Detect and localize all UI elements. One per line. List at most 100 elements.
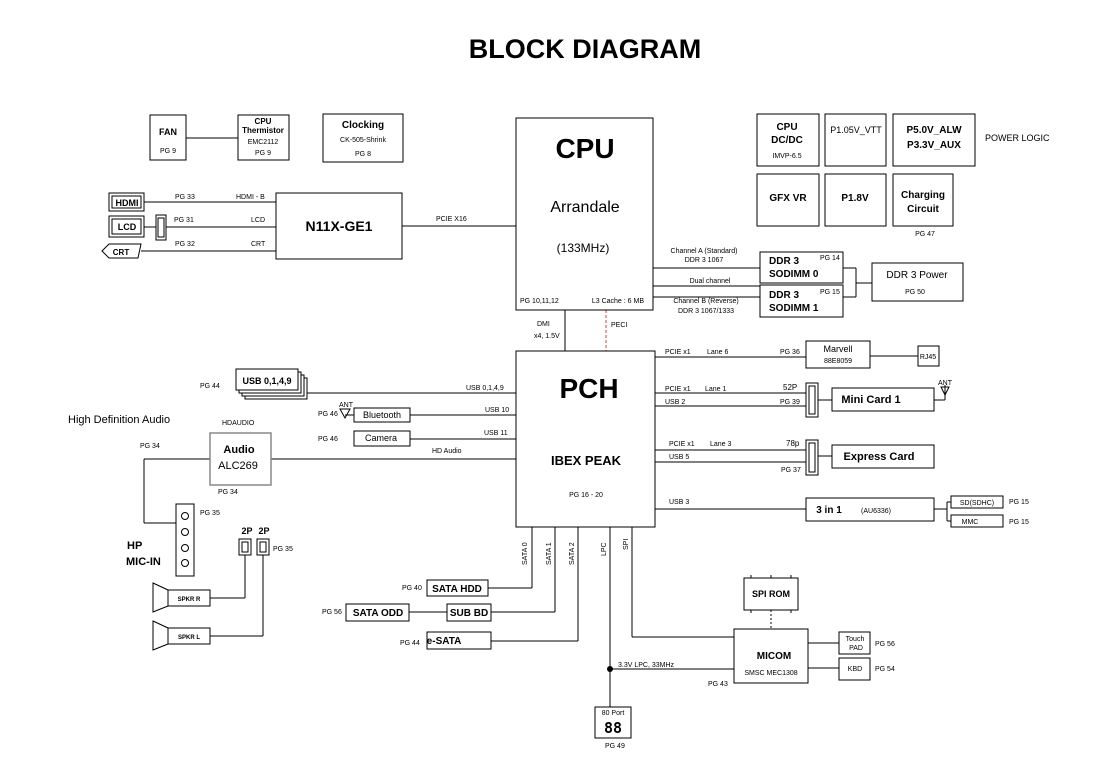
speakers-pg: PG 35 (273, 546, 293, 553)
gpu-label: N11X-GE1 (306, 218, 373, 234)
thermistor-block: CPU Thermistor EMC2112 PG 9 (237, 114, 290, 161)
sub-bd-label: SUB BD (450, 608, 488, 619)
cardreader-label: 3 in 1 (816, 505, 842, 516)
dimm1-l1: DDR 3 (769, 290, 799, 301)
expresscard-label: Express Card (844, 451, 915, 463)
sata0-label: SATA 0 (522, 542, 529, 565)
fan-block: FAN PG 9 (149, 114, 187, 161)
page-title: BLOCK DIAGRAM (469, 34, 701, 64)
micom-pg: PG 43 (708, 681, 728, 688)
esata-pg: PG 44 (400, 640, 420, 647)
marvell-label: Marvell (823, 344, 852, 354)
hdmi-label: HDMI (116, 198, 139, 208)
audio-part: ALC269 (218, 460, 258, 472)
ddr3-power-pg: PG 50 (905, 289, 925, 296)
expresscard-section: PCIE x1 Lane 3 USB 5 78p PG 37 Express C… (669, 439, 935, 476)
kbd-label: KBD (848, 666, 862, 673)
usb-ports-pg: PG 44 (200, 383, 220, 390)
lan-pg: PG 36 (780, 349, 800, 356)
cpu-dcdc-part: IMVP-6.5 (772, 153, 801, 160)
lcd-pg: PG 31 (174, 217, 194, 224)
speakers: 2P 2P PG 35 SPKR R SPKR L (152, 526, 293, 651)
dimm0-l1: DDR 3 (769, 256, 799, 267)
sd-label: SD(SDHC) (960, 500, 994, 507)
audio-pg-top: PG 34 (140, 443, 160, 450)
cpu-cache: L3 Cache : 6 MB (592, 298, 644, 305)
sata1-label: SATA 1 (546, 542, 553, 565)
express-pins: 78p (786, 439, 800, 448)
cardreader-usb: USB 3 (669, 499, 689, 506)
dimm0-l2: SODIMM 0 (769, 269, 819, 280)
cpu-dcdc-l2: DC/DC (771, 135, 803, 146)
thermistor-pg: PG 9 (255, 150, 271, 157)
bluetooth-signal: USB 10 (485, 407, 509, 414)
spkr-l-label: SPKR L (178, 635, 200, 641)
channel-a-l2: DDR 3 1067 (685, 257, 724, 264)
lcd-signal: LCD (251, 217, 265, 224)
channel-b-l2: DDR 3 1067/1333 (678, 308, 734, 315)
channel-b-l1: Channel B (Reverse) (673, 298, 738, 305)
spkr-conn1-label: 2P (241, 526, 252, 536)
bluetooth-ant: ANT (339, 402, 354, 409)
cpu-model: Arrandale (550, 199, 619, 216)
marvell-part: 88E8059 (824, 358, 852, 365)
thermistor-l1: CPU (255, 117, 272, 126)
cpu-block: CPU Arrandale (133MHz) PG 10,11,12 L3 Ca… (515, 117, 654, 311)
pch-bottom-signals: SATA 0 SATA 1 SATA 2 LPC SPI (522, 539, 630, 565)
pch-block: PCH IBEX PEAK PG 16 - 20 (515, 350, 656, 528)
kbd-pg: PG 54 (875, 666, 895, 673)
camera-label: Camera (365, 433, 397, 443)
micom-part: SMSC MEC1308 (744, 670, 797, 677)
channel-a-l1: Channel A (Standard) (671, 248, 738, 255)
minicard-lane: Lane 1 (705, 386, 727, 393)
sata2-label: SATA 2 (569, 542, 576, 565)
gpu-block: N11X-GE1 PCIE X16 (275, 192, 467, 260)
fan-label: FAN (159, 127, 177, 137)
mic-in-label: MIC-IN (126, 556, 161, 568)
minicard-pins: 52P (783, 383, 797, 392)
express-pcie: PCIE x1 (669, 441, 695, 448)
esata-label: e-SATA (427, 636, 462, 647)
dimm1-l2: SODIMM 1 (769, 303, 819, 314)
memory-section: Channel A (Standard) DDR 3 1067 Dual cha… (671, 248, 964, 318)
audio-section: HDAUDIO PG 34 Audio ALC269 PG 34 HD Audi… (140, 420, 462, 496)
lan-section: PCIE x1 Lane 6 PG 36 Marvell 88E8059 RJ4… (665, 340, 940, 369)
cpu-dcdc-l1: CPU (776, 122, 797, 133)
port80-pg: PG 49 (605, 743, 625, 750)
charging-l2: Circuit (907, 204, 939, 215)
peci-label: PECI (611, 322, 627, 329)
lan-pcie: PCIE x1 (665, 349, 691, 356)
pcie-x16-label: PCIE X16 (436, 216, 467, 223)
touchpad-l1: Touch (846, 636, 865, 643)
lcd-label: LCD (118, 222, 137, 232)
cpu-pg: PG 10,11,12 (520, 298, 559, 305)
bluetooth-pg: PG 46 (318, 411, 338, 418)
minicard-ant: ANT (938, 380, 953, 387)
express-lane: Lane 3 (710, 441, 732, 448)
hdmi-signal: HDMI - B (236, 194, 265, 201)
charging-pg: PG 47 (915, 231, 935, 238)
connection-lines (141, 137, 951, 707)
minicard-section: PCIE x1 Lane 1 USB 2 52P PG 39 Mini Card… (665, 380, 953, 418)
lan-lane: Lane 6 (707, 349, 729, 356)
lpc-bus-label: 3.3V LPC, 33MHz (618, 662, 675, 669)
fan-pg: PG 9 (160, 148, 176, 155)
spkr-r-label: SPKR R (178, 597, 201, 603)
clocking-pg: PG 8 (355, 151, 371, 158)
bluetooth-label: Bluetooth (363, 410, 401, 420)
dimm1-pg: PG 15 (820, 289, 840, 296)
audio-jacks: PG 35 HP MIC-IN (126, 503, 220, 577)
clocking-block: Clocking CK-505-Shrink PG 8 (322, 113, 404, 163)
cpu-label: CPU (555, 133, 614, 164)
video-outputs: HDMI PG 33 HDMI - B LCD PG 31 LCD CRT PG… (101, 192, 266, 259)
hda-section-label: High Definition Audio (68, 414, 170, 426)
sata-odd-pg: PG 56 (322, 609, 342, 616)
pch-pg: PG 16 - 20 (569, 492, 603, 499)
camera-signal: USB 11 (484, 430, 508, 437)
pch-label: PCH (559, 373, 618, 404)
power-logic-blocks: CPU DC/DC IMVP-6.5 P1.05V_VTT P5.0V_ALW … (756, 113, 1050, 238)
lpc-label: LPC (601, 542, 608, 556)
thermistor-l2: Thermistor (242, 126, 284, 135)
cardreader-part: (AU6336) (861, 508, 891, 515)
mmc-pg: PG 15 (1009, 519, 1029, 526)
